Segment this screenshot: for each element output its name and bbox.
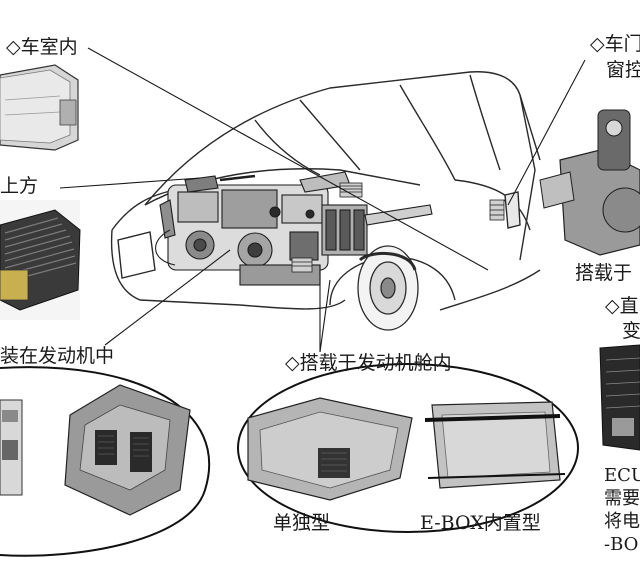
- transmission-ecu-icon: [599, 344, 640, 451]
- bay-ecu-group: [237, 363, 579, 533]
- finned-ecu-icon: [0, 200, 81, 320]
- label-standalone: 单独型: [273, 512, 331, 534]
- label-direct-line1: ◇直: [605, 295, 639, 317]
- ecu-marker-icon: [291, 182, 505, 273]
- ecu-box-icon: [0, 64, 79, 151]
- label-door-line2: 窗控: [606, 59, 640, 81]
- label-direct-line2: 变: [622, 320, 640, 342]
- label-bay: ◇搭载于发动机舱内: [285, 352, 452, 374]
- label-door-line1: ◇车门: [590, 33, 640, 55]
- label-ecu-line2: 需要: [604, 488, 640, 509]
- label-ecu-line3: 将电: [604, 511, 640, 532]
- label-door-mounted: 搭载于: [575, 262, 633, 284]
- label-engine-inside: 装在发动机中: [0, 345, 115, 367]
- label-ebox: E-BOX内置型: [420, 512, 541, 534]
- label-ecu-line4: -BO: [604, 534, 639, 555]
- wheel-icon: [357, 245, 419, 331]
- label-ecu-line1: ECU: [604, 465, 640, 486]
- leader-lines: [59, 47, 586, 353]
- engine-ecu-group: [0, 366, 211, 557]
- window-motor-icon: [539, 109, 640, 256]
- label-cabin: ◇车室内: [6, 36, 78, 58]
- label-top: 上方: [0, 175, 39, 197]
